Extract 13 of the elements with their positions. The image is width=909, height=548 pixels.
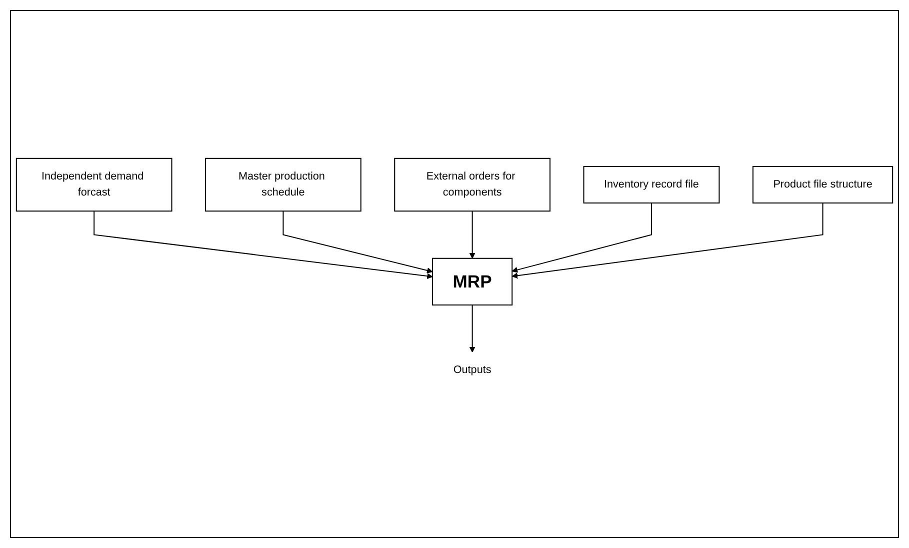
arrow [469,212,476,260]
arrow [512,203,652,274]
arrow [94,212,433,280]
node-text: Outputs [453,364,492,376]
arrow [282,212,433,274]
node-box: Independent demand forcast [16,158,172,212]
node-box: MRP [432,258,513,306]
arrow [512,203,824,279]
node-box: External orders for components [394,158,550,212]
node-box: Product file structure [752,166,894,204]
node-box: Inventory record file [583,166,720,204]
arrow [469,305,476,353]
node-box: Master production schedule [205,158,362,212]
